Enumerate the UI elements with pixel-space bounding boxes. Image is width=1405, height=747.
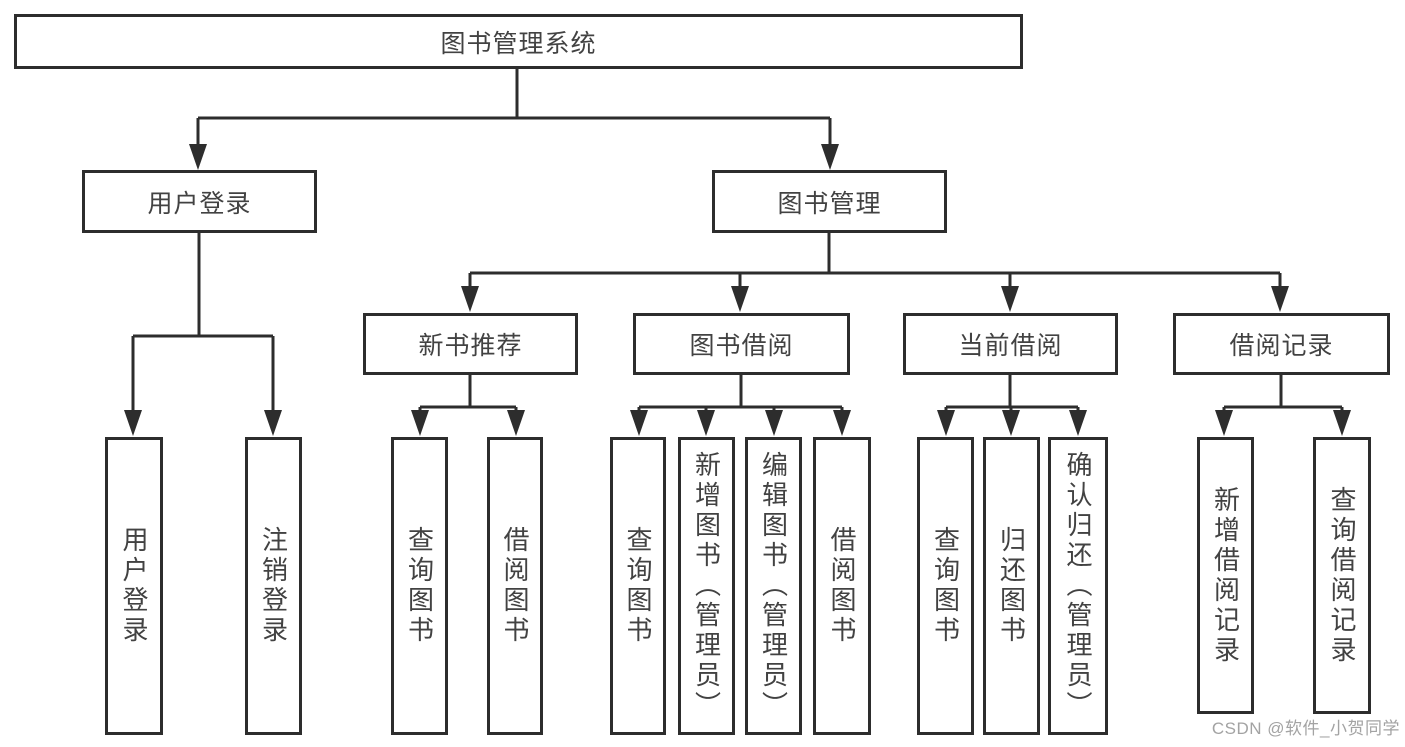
leaf-add-borrow-record: 新增借阅记录 [1197,437,1254,714]
leaf-label: 新增借阅记录 [1210,485,1241,666]
leaf-label: 查询借阅记录 [1327,485,1357,666]
leaf-borrow-books: 借阅图书 [813,437,871,735]
node-user-login: 用户登录 [82,170,317,233]
leaf-user-login: 用户登录 [105,437,163,735]
leaf-label: 归还图书 [996,526,1027,646]
leaf-label: 借阅图书 [500,526,530,646]
watermark: CSDN @软件_小贺同学 [1211,719,1400,738]
leaf-label: 查询图书 [930,526,961,646]
leaf-label: 借阅图书 [827,526,857,646]
leaf-return-books: 归还图书 [983,437,1040,735]
leaf-label: 注销登录 [258,526,289,646]
leaf-query-borrow-record: 查询借阅记录 [1313,437,1371,714]
leaf-label: 编辑图书（管理员） [758,451,789,721]
leaf-label: 新增图书（管理员） [691,451,722,721]
node-book-borrow: 图书借阅 [633,313,850,375]
node-borrow-records: 借阅记录 [1173,313,1390,375]
leaf-edit-books-admin: 编辑图书（管理员） [745,437,802,735]
leaf-borrow-books-recommend: 借阅图书 [487,437,543,735]
leaf-label: 确认归还（管理员） [1063,451,1093,721]
leaf-query-books-borrow: 查询图书 [610,437,666,735]
leaf-logout: 注销登录 [245,437,302,735]
leaf-label: 用户登录 [119,526,149,646]
leaf-label: 查询图书 [404,526,435,646]
leaf-label: 查询图书 [623,526,653,646]
leaf-confirm-return-admin: 确认归还（管理员） [1048,437,1108,735]
node-current-borrow: 当前借阅 [903,313,1118,375]
leaf-query-books-recommend: 查询图书 [391,437,448,735]
node-root-library-system: 图书管理系统 [14,14,1023,69]
node-book-management: 图书管理 [712,170,947,233]
node-new-book-recommend: 新书推荐 [363,313,578,375]
leaf-add-books-admin: 新增图书（管理员） [678,437,735,735]
leaf-query-books-current: 查询图书 [917,437,974,735]
